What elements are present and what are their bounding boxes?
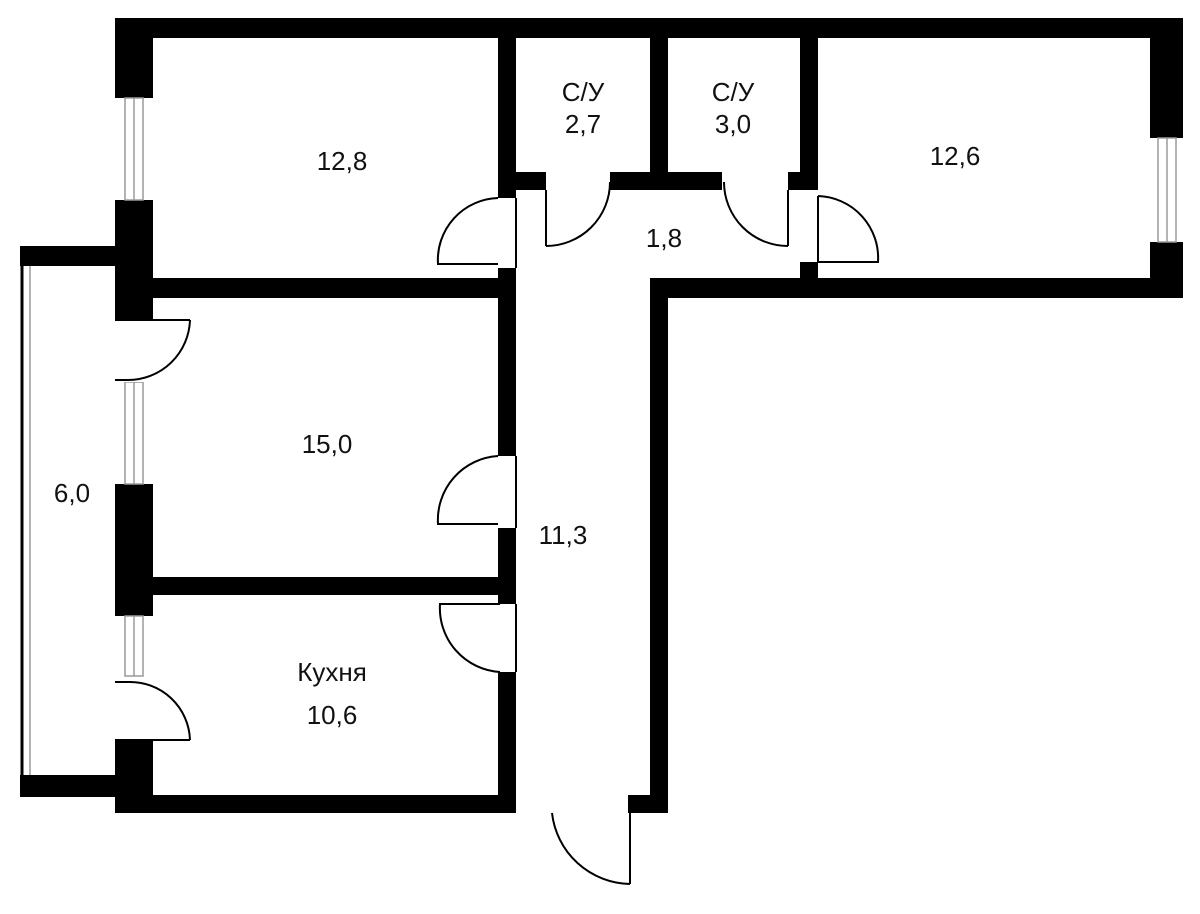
balcony-wall-top xyxy=(20,246,153,266)
doors xyxy=(115,181,880,885)
label-hall-small: 1,8 xyxy=(646,223,682,253)
wall-bath-divider xyxy=(650,18,668,190)
balcony-wall-bottom xyxy=(20,775,153,797)
window-top-right-room xyxy=(1157,137,1177,243)
wall-corridor-right xyxy=(650,278,668,813)
label-kitchen-type: Кухня xyxy=(297,657,367,687)
balcony-glazing xyxy=(20,266,31,775)
label-room-top-right: 12,6 xyxy=(930,141,981,171)
wall-right-top xyxy=(1150,18,1183,138)
label-balcony: 6,0 xyxy=(54,478,90,508)
wall-top xyxy=(115,18,1183,38)
label-kitchen-area: 10,6 xyxy=(307,700,358,730)
door-top-left-room xyxy=(436,197,517,268)
window-kitchen xyxy=(124,615,144,677)
window-middle-room xyxy=(124,381,144,485)
wall-bath2-bottom-right xyxy=(788,172,818,190)
door-bath-1 xyxy=(545,181,611,247)
door-balcony-middle xyxy=(115,319,191,382)
label-bath-2-type: С/У xyxy=(712,77,755,107)
wall-bottom-kitchen xyxy=(115,795,515,813)
wall-middle-kitchen xyxy=(115,577,515,595)
wall-bath-bottom-mid xyxy=(610,172,722,190)
door-entrance xyxy=(551,812,631,885)
wall-left-pier-2 xyxy=(115,484,153,616)
wall-left-top xyxy=(115,18,153,98)
wall-corridor-left-1 xyxy=(498,18,516,198)
door-top-right-room xyxy=(817,195,880,263)
wall-corridor-left-4 xyxy=(498,672,516,813)
wall-topleft-middle xyxy=(115,278,515,298)
label-room-top-left: 12,8 xyxy=(317,146,368,176)
window-top-left-room xyxy=(124,97,144,201)
wall-rightroom-left-stub xyxy=(800,262,818,298)
windows xyxy=(124,97,1177,677)
wall-bath2-right xyxy=(800,18,818,190)
door-bath-2 xyxy=(723,181,789,247)
label-corridor: 11,3 xyxy=(539,520,588,550)
room-labels: 12,8 С/У 2,7 С/У 3,0 12,6 1,8 15,0 11,3 … xyxy=(54,77,980,730)
label-bath-1-type: С/У xyxy=(562,77,605,107)
door-kitchen xyxy=(438,603,517,673)
door-balcony-kitchen xyxy=(115,680,191,741)
wall-bath1-bottom-left xyxy=(498,172,546,190)
label-bath-1-area: 2,7 xyxy=(565,109,601,139)
label-room-middle: 15,0 xyxy=(302,429,353,459)
door-middle-room xyxy=(436,455,517,528)
wall-bottom-right-room xyxy=(650,278,1183,298)
wall-corridor-bottom-right xyxy=(628,795,668,813)
wall-corridor-left-2 xyxy=(498,268,516,456)
walls xyxy=(20,18,1183,813)
label-bath-2-area: 3,0 xyxy=(715,109,751,139)
